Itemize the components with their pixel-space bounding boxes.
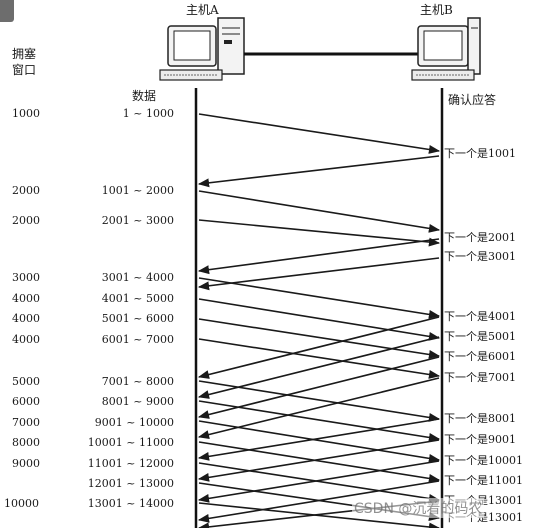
ack-label: 下一个是8001 [444,412,516,425]
data-segment-arrow [198,441,441,483]
ack-label: 下一个是10001 [444,454,523,467]
computer-b-icon [411,17,481,81]
watermark-text: CSDN @沉着的码农 [352,498,485,518]
data-segment-arrow [198,318,441,359]
range-label: 8001 ~ 9000 [101,395,174,408]
cwnd-value: 4000 [12,292,40,305]
range-label: 2001 ~ 3000 [101,214,174,227]
data-segment-arrow [198,298,441,341]
range-label: 9001 ~ 10000 [94,416,174,429]
cwnd-header-line1: 拥塞 [12,47,37,61]
host-b-label: 主机B [420,3,453,17]
cwnd-value: 7000 [12,416,40,429]
ack-arrow [197,257,440,291]
data-segment-arrow [198,420,441,463]
ack-label: 下一个是11001 [444,474,523,487]
range-label: 1 ~ 1000 [122,107,174,120]
ack-arrow [197,316,440,379]
ack-arrow [197,418,440,461]
ack-arrow [197,155,440,188]
range-label: 10001 ~ 11000 [87,436,174,449]
range-label: 6001 ~ 7000 [101,333,174,346]
cwnd-header-line2: 窗口 [12,63,37,77]
cwnd-value: 9000 [12,457,40,470]
range-label: 12001 ~ 13000 [87,477,174,490]
range-label: 13001 ~ 14000 [87,497,174,510]
host-a-label: 主机A [186,3,219,17]
cwnd-value: 1000 [12,107,40,120]
cwnd-value: 2000 [12,184,40,197]
ack-label: 下一个是7001 [444,371,516,384]
cwnd-value: 8000 [12,436,40,449]
data-segment-arrow [198,190,441,233]
data-segment-arrow [198,462,441,503]
ack-arrow [197,460,440,503]
ack-label: 下一个是6001 [444,350,516,363]
cwnd-value: 3000 [12,271,40,284]
cwnd-value: 4000 [12,312,40,325]
ack-label: 下一个是5001 [444,330,516,343]
ack-label: 下一个是9001 [444,433,516,446]
data-segment-arrow [198,277,441,319]
range-label: 1001 ~ 2000 [101,184,174,197]
ack-label: 下一个是4001 [444,310,516,323]
ack-arrow [197,480,440,523]
data-segment-arrow [198,338,441,379]
cwnd-value: 10000 [4,497,39,510]
ack-arrow [197,238,440,275]
ack-arrow [197,377,440,439]
data-header: 数据 [132,89,157,103]
range-label: 7001 ~ 8000 [101,375,174,388]
data-segment-arrow [198,219,441,247]
ack-label: 下一个是3001 [444,250,516,263]
ack-arrow [197,439,440,482]
ack-label: 下一个是2001 [444,231,516,244]
cwnd-value: 2000 [12,214,40,227]
range-label: 11001 ~ 12000 [87,457,174,470]
range-label: 5001 ~ 6000 [101,312,174,325]
ack-arrow [197,336,440,399]
ack-label: 下一个是1001 [444,147,516,160]
computer-a-icon [159,17,245,81]
ack-header: 确认应答 [448,93,497,107]
data-segment-arrow [198,113,441,154]
segment-arrows [197,113,441,528]
ack-arrow [197,356,440,419]
cwnd-value: 4000 [12,333,40,346]
cwnd-value: 5000 [12,375,40,388]
range-label: 3001 ~ 4000 [101,271,174,284]
range-label: 4001 ~ 5000 [101,292,174,305]
cwnd-value: 6000 [12,395,40,408]
data-segment-arrow [198,502,441,528]
corner-tab [0,0,14,22]
